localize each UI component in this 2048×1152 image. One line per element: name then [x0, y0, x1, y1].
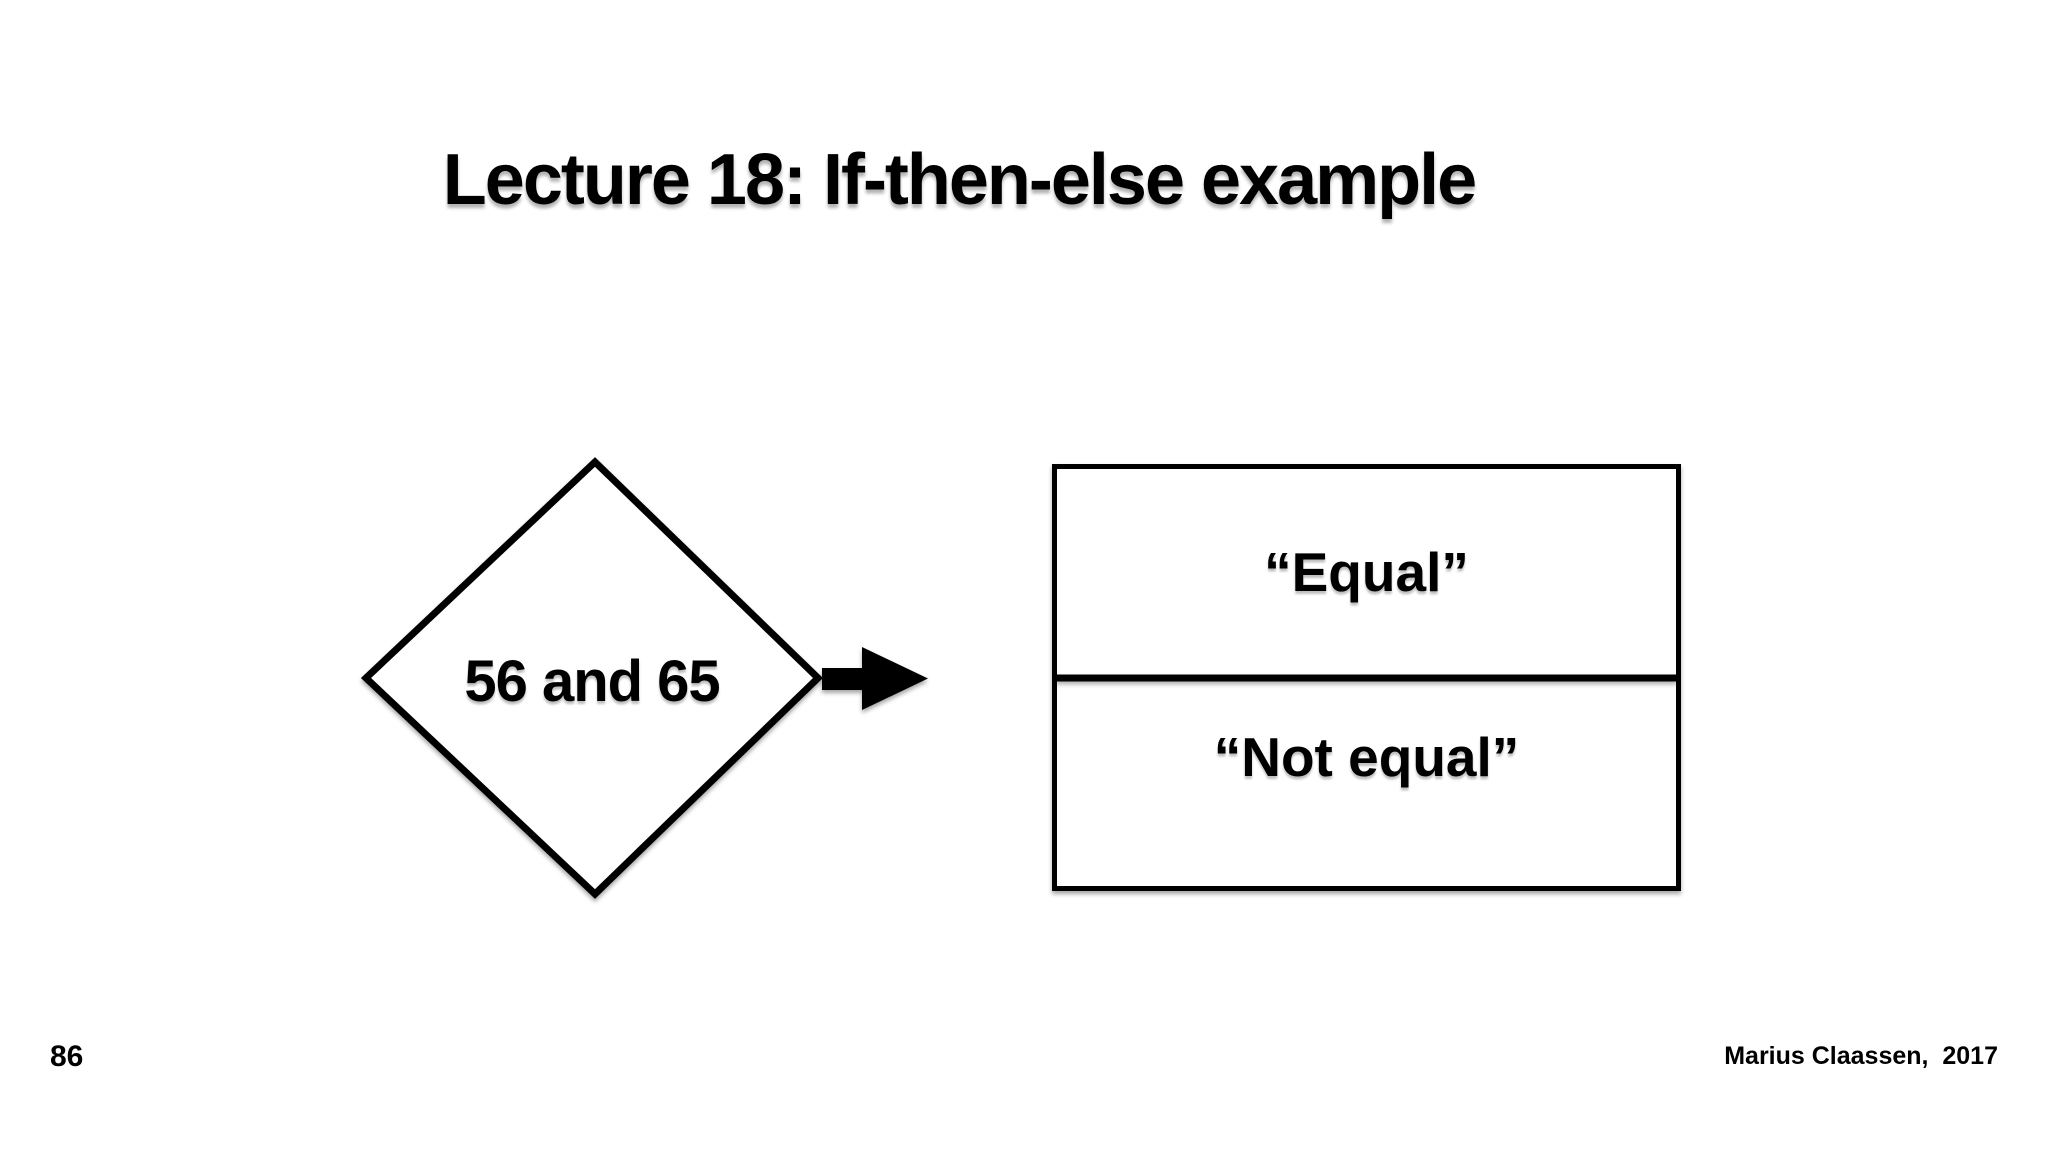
flow-arrow-icon — [822, 647, 928, 710]
decision-label-box: 56 and 65 — [356, 452, 828, 904]
slide-title: Lecture 18: If-then-else example — [442, 140, 1477, 220]
outcome-cell-equal: “Equal” — [1057, 469, 1676, 675]
outcome-cell-not-equal: “Not equal” — [1057, 682, 1676, 886]
decision-diamond-shape — [360, 457, 824, 899]
arrow-right-icon — [822, 647, 928, 710]
page-number: 86 — [50, 1040, 84, 1073]
author-credit: Marius Claassen, 2017 — [1724, 1042, 1998, 1070]
decision-label: 56 and 65 — [464, 649, 720, 714]
diamond-outline — [360, 457, 824, 899]
outcome-label-equal: “Equal” — [1264, 540, 1469, 603]
outcome-box-shape — [1052, 464, 1681, 891]
outcome-label-not-equal: “Not equal” — [1213, 726, 1520, 788]
